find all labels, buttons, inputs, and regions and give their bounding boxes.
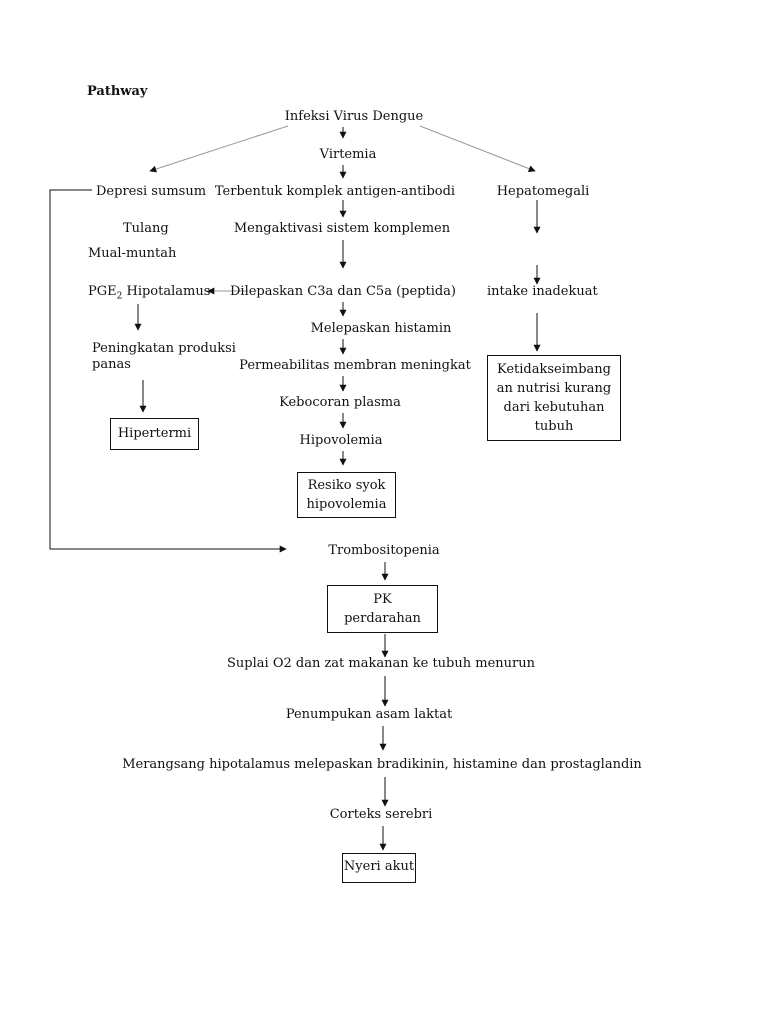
node-hepatomegali: Hepatomegali <box>496 184 590 199</box>
node-mual-muntah: Mual-muntah <box>88 246 177 261</box>
arrow-infeksi-hepatomegali <box>419 125 536 172</box>
page-heading: Pathway <box>87 84 148 99</box>
node-virtemia: Virtemia <box>319 147 377 162</box>
node-hipovolemia: Hipovolemia <box>299 433 383 448</box>
node-permeabilitas-membran: Permeabilitas membran meningkat <box>239 358 471 373</box>
box-resiko-syok: Resiko syok hipovolemia <box>297 472 396 518</box>
pge-subscript: 2 <box>116 291 123 302</box>
node-intake-inadekuat: intake inadekuat <box>487 284 598 299</box>
connector-depresi-trombositopenia <box>49 189 287 553</box>
box-nutrisi-line-2: an nutrisi kurang <box>496 381 612 396</box>
node-trombositopenia: Trombositopenia <box>328 543 440 558</box>
box-nyeri-akut: Nyeri akut <box>342 853 416 883</box>
arrow-infeksi-depresi <box>149 125 289 173</box>
node-mengaktivasi-komplemen: Mengaktivasi sistem komplemen <box>233 221 451 236</box>
node-komplek-antigen-antibodi: Terbentuk komplek antigen-antibodi <box>214 184 456 199</box>
node-corteks-serebri: Corteks serebri <box>329 807 433 822</box>
box-nutrisi-line-3: dari kebutuhan <box>503 400 605 415</box>
box-ketidakseimbangan-nutrisi: Ketidakseimbang an nutrisi kurang dari k… <box>487 355 621 441</box>
node-penumpukan-asam-laktat: Penumpukan asam laktat <box>285 707 453 722</box>
hipotalamus-label: Hipotalamus <box>122 284 211 299</box>
node-peningkatan-produksi-1: Peningkatan produksi <box>92 341 236 356</box>
box-pk-perdarahan: PK perdarahan <box>327 585 438 633</box>
box-nutrisi-line-4: tubuh <box>534 419 574 434</box>
box-resiko-line-2: hipovolemia <box>306 497 387 512</box>
node-depresi-sumsum: Depresi sumsum <box>96 184 207 199</box>
node-melepaskan-histamin: Melepaskan histamin <box>310 321 452 336</box>
node-kebocoran-plasma: Kebocoran plasma <box>279 395 401 410</box>
node-peningkatan-produksi-2: panas <box>92 357 131 372</box>
node-dilepaskan-c3a-c5a: Dilepaskan C3a dan C5a (peptida) <box>229 284 457 299</box>
box-nyeri-line: Nyeri akut <box>343 859 415 874</box>
box-pk-line-2: perdarahan <box>344 611 421 626</box>
node-tulang: Tulang <box>123 221 169 236</box>
node-suplai-o2: Suplai O2 dan zat makanan ke tubuh menur… <box>227 656 535 671</box>
node-infeksi-virus-dengue: Infeksi Virus Dengue <box>284 109 424 124</box>
box-pk-line-1: PK <box>373 592 392 607</box>
box-hipertermi-line: Hipertermi <box>117 426 192 441</box>
pge-label: PGE <box>88 284 117 299</box>
box-nutrisi-line-1: Ketidakseimbang <box>496 362 611 377</box>
box-hipertermi: Hipertermi <box>110 418 199 450</box>
node-merangsang-hipotalamus: Merangsang hipotalamus melepaskan bradik… <box>122 757 642 772</box>
node-pge2-hipotalamus: PGE2 Hipotalamus <box>88 284 210 305</box>
box-resiko-line-1: Resiko syok <box>307 478 386 493</box>
